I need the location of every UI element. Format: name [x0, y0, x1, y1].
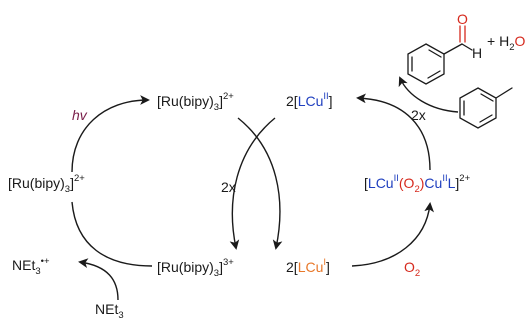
arrow-amine-oxidation	[78, 258, 119, 301]
amine-out-label: NEt3•+	[12, 256, 50, 277]
toluene-structure	[459, 87, 513, 129]
arrow-toluene-oxidation	[398, 76, 459, 113]
arrow-cu-reduction	[237, 117, 283, 250]
amine-in-label: NEt3	[95, 301, 124, 320]
o2-label: O2	[404, 259, 420, 279]
ru-left-label: [Ru(bipy)3]2+	[8, 173, 85, 195]
cu-ii-label: 2[LCuII]	[286, 91, 333, 109]
arrow-ru-return	[71, 201, 153, 267]
aldehyde-hydrogen-label: H	[472, 45, 482, 61]
x2-middle-label: 2x	[221, 179, 236, 195]
arrow-o2-binding	[351, 202, 434, 267]
arrow-ru-oxidation	[229, 117, 276, 250]
arrow-excitation	[71, 95, 150, 173]
peroxo-complex-label: [LCuII(O2)CuIIL]2+	[364, 173, 471, 195]
cu-i-label: 2[LCuI]	[286, 257, 330, 275]
arrow-peroxo-to-cu-ii	[356, 93, 431, 171]
aldehyde-oxygen-label: O	[457, 11, 468, 27]
ru-bottom-label: [Ru(bipy)3]3+	[157, 257, 234, 279]
hv-label: hv	[72, 107, 88, 123]
ru-top-label: [Ru(bipy)3]2+	[157, 91, 234, 113]
x2-right-label: 2x	[411, 107, 426, 123]
water-byproduct-label: + H2O	[487, 33, 525, 53]
benzaldehyde-structure	[407, 25, 473, 85]
